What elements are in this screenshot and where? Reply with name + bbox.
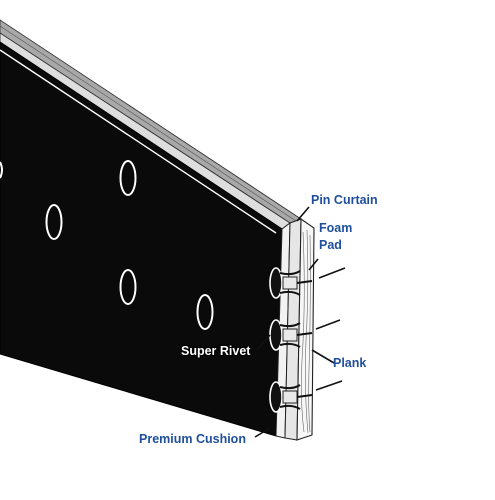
super-rivet [269, 267, 313, 299]
rivet-hole [119, 160, 137, 196]
plank-leader [311, 349, 335, 364]
arrow-line [315, 319, 341, 330]
pin-curtain-label: Pin Curtain [311, 193, 378, 207]
leader-lines [254, 206, 346, 438]
plank-label: Plank [333, 356, 366, 370]
arrow-line [315, 380, 343, 391]
super-rivet [269, 381, 313, 413]
pin-curtain-leader [296, 206, 310, 222]
rivet-holes [0, 160, 214, 330]
premium-cushion-label: Premium Cushion [139, 432, 246, 446]
rivet-hole [45, 204, 63, 240]
super-rivet-leader [256, 334, 271, 351]
premium-cushion-leader [254, 427, 271, 438]
super-rivet [269, 319, 313, 351]
rivet-hole [196, 294, 214, 330]
foam-pad-label-line1: Foam [319, 221, 352, 235]
arrow-line [318, 267, 346, 279]
foam-pad-label-line2: Pad [319, 238, 342, 252]
rivet-hole [119, 269, 137, 305]
belt-face [0, 41, 283, 437]
super-rivets [269, 267, 313, 413]
pin-curtain-line [0, 49, 277, 234]
foam-pad-leader [308, 258, 319, 271]
super-rivet-label: Super Rivet [181, 344, 251, 358]
